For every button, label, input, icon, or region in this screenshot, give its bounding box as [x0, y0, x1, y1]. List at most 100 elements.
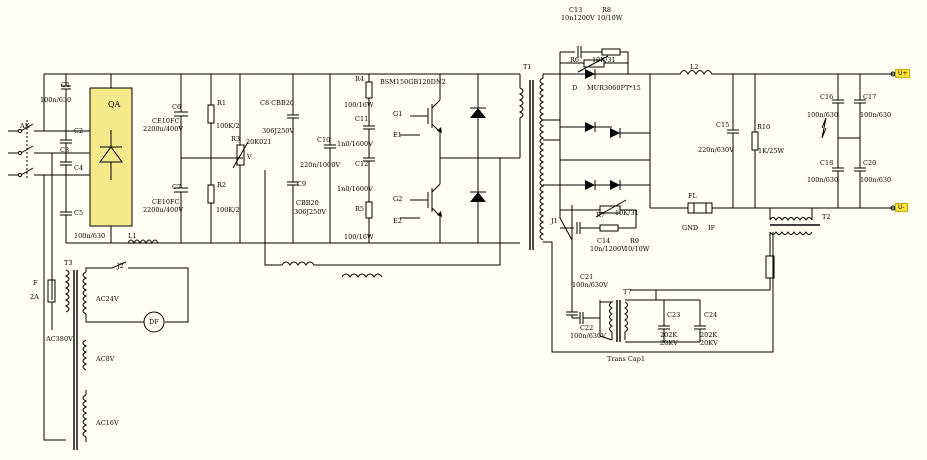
label-ac8: AC8V — [96, 355, 115, 363]
label-c2: C2 — [74, 127, 84, 135]
label-r1: R1 — [217, 99, 227, 107]
label-qa: QA — [108, 100, 121, 109]
label-c24-value: 202K — [700, 331, 718, 339]
label-c24-voltage: 20KV — [700, 339, 718, 347]
label-c18: C18 — [820, 159, 834, 167]
label-r2-value: 100K/2 — [216, 206, 240, 214]
label-j1: J1 — [551, 217, 558, 225]
label-c5: C5 — [74, 209, 84, 217]
input-switch — [8, 120, 86, 180]
label-c18-value: 100n/630 — [807, 176, 839, 184]
label-c17-value: 100n/630 — [860, 111, 892, 119]
label-fl: FL — [688, 192, 697, 200]
label-r10: R10 — [757, 123, 771, 131]
current-sensor-fl — [687, 202, 713, 214]
gate-snubber-column — [363, 74, 375, 243]
label-r4-value: 100/16W — [344, 101, 374, 109]
label-l2: L2 — [690, 63, 699, 71]
label-r10-value: 1K/25W — [758, 147, 785, 155]
label-c21: C21 — [580, 273, 594, 281]
label-r9: R9 — [630, 237, 640, 245]
label-r4: R4 — [355, 75, 365, 83]
label-c11: C11 — [355, 115, 369, 123]
label-r5: R5 — [355, 205, 365, 213]
label-c8: C8 CBB20 — [260, 99, 294, 107]
label-c13-value: 10n1200V — [561, 14, 595, 22]
label-r1-value: 100K/2 — [216, 122, 240, 130]
label-ac16: AC16V — [96, 419, 119, 427]
label-ac24: AC24V — [96, 295, 119, 303]
varistor-r3 — [232, 74, 249, 243]
label-c13: C13 — [569, 6, 583, 14]
label-igbt: BSM150GB120DN2 — [380, 78, 446, 86]
output-rectifier-diodes — [559, 46, 688, 234]
label-c14: C14 — [597, 237, 611, 245]
label-t3: T3 — [64, 259, 73, 267]
label-c10: C10 — [317, 136, 331, 144]
label-c16: C16 — [820, 93, 834, 101]
label-c8-value: 306J250V — [262, 127, 295, 135]
label-c21-value: 100n/630V — [572, 281, 608, 289]
label-c16-value: 100n/630 — [807, 111, 839, 119]
igbt-module — [400, 74, 520, 243]
label-g2: G2 — [393, 195, 403, 203]
label-r5-value: 100/16W — [344, 233, 374, 241]
label-v: V — [247, 153, 252, 161]
rectifier-qa — [86, 74, 133, 243]
label-c17: C17 — [863, 93, 877, 101]
transformer-t3 — [43, 153, 189, 450]
label-r2: R2 — [217, 181, 227, 189]
label-c7: C7 — [172, 183, 182, 191]
label-r7: R7 — [596, 211, 606, 219]
label-f-value: 2A — [30, 293, 39, 301]
label-r7-value: 10K/31 — [615, 209, 639, 217]
inductor-l1 — [127, 239, 159, 245]
label-c14-value: 10n/1200V — [590, 245, 626, 253]
label-r8-value: 10/10W — [597, 14, 623, 22]
label-c5-value: 100n/630 — [74, 232, 106, 240]
bleeder-resistors — [207, 74, 215, 243]
label-r3-value: 20K021 — [246, 138, 272, 146]
label-t1: T1 — [523, 63, 532, 71]
label-l1: L1 — [128, 232, 137, 240]
output-terminals — [890, 71, 896, 211]
label-c22-value: 100n/630V — [570, 332, 606, 340]
label-c9-value: 306J250V — [294, 208, 327, 216]
label-ac380: AC380V — [46, 335, 73, 343]
bulk-capacitors — [174, 74, 243, 243]
snubber-capacitors — [287, 74, 299, 243]
label-c23: C23 — [667, 311, 681, 319]
label-t2: T2 — [822, 213, 831, 221]
label-c20-value: 100n/630 — [860, 176, 892, 184]
label-c4: C4 — [74, 164, 84, 172]
label-trans-cap: Trans Cap1 — [607, 355, 646, 363]
label-c23-value: 202K — [660, 331, 678, 339]
output-terminal-negative: U- — [895, 203, 908, 212]
label-c22: C22 — [580, 324, 594, 332]
label-c1-value: 100n/630 — [40, 96, 72, 104]
label-if: IF — [708, 224, 716, 232]
label-r8: R8 — [602, 6, 612, 14]
label-ce2-value: 2200u/400V — [143, 206, 184, 214]
label-r9-value: 10/10W — [624, 245, 650, 253]
output-filter — [650, 70, 900, 209]
label-g1: G1 — [393, 110, 403, 118]
label-d-value: MUR3060PT*15 — [587, 84, 641, 92]
label-c10-value: 220n/1000V — [300, 161, 341, 169]
label-c9-type: CBB20 — [296, 199, 319, 207]
label-t7: T7 — [623, 288, 632, 296]
label-c15: C15 — [716, 121, 730, 129]
label-c3: C3 — [60, 146, 70, 154]
label-ce1-value: 2200u/400V — [143, 125, 184, 133]
label-ak: AK — [20, 122, 30, 130]
label-r6-value: 10K/31 — [592, 56, 616, 64]
label-c11-value: 1n0/1600V — [337, 140, 373, 148]
label-c12: C12 — [355, 160, 369, 168]
input-capacitors — [43, 73, 72, 243]
label-e1: E1 — [393, 131, 402, 139]
label-c15-value: 220n/630V — [698, 146, 734, 154]
label-f: F — [33, 279, 38, 287]
label-gnd: GND — [682, 224, 699, 232]
transformer-t1 — [518, 73, 774, 353]
